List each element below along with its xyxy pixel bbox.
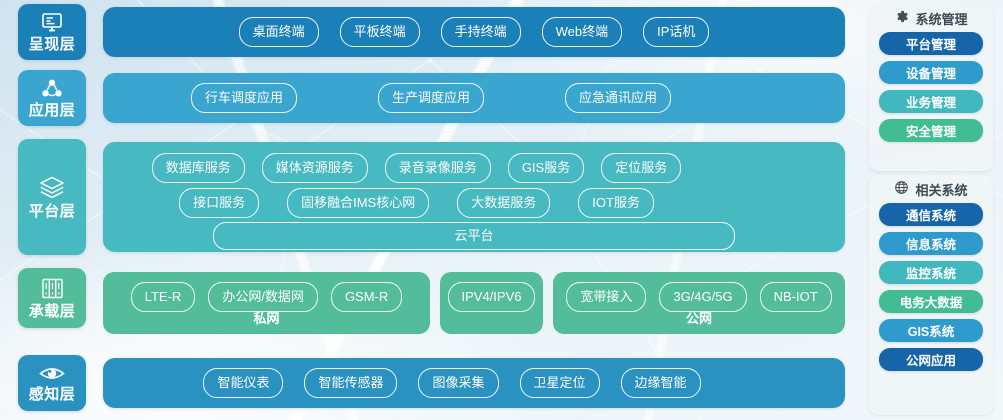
sidebar-item-security-management[interactable]: 安全管理 [879,119,983,142]
network-nodes-icon [40,78,64,99]
gear-icon [894,9,909,27]
chip-3g-4g-5g[interactable]: 3G/4G/5G [659,282,747,312]
layer-tag-application[interactable]: 应用层 [18,70,86,126]
chip-nb-iot[interactable]: NB-IOT [759,282,832,312]
panel-title: 相关系统 [915,182,968,198]
chip-interface-service[interactable]: 接口服务 [179,188,260,218]
chip-row-public: 宽带接入 3G/4G/5G NB-IOT [553,282,845,312]
layer-label: 承载层 [28,303,76,320]
chip-gsm-r[interactable]: GSM-R [330,282,403,312]
chip-satellite-positioning[interactable]: 卫星定位 [519,368,600,398]
chip-row-ip: IPV4/IPV6 [440,282,543,312]
band-platform: 数据库服务 媒体资源服务 录音录像服务 GIS服务 定位服务 接口服务 固移融合… [103,142,845,252]
chip-database-service[interactable]: 数据库服务 [151,153,245,183]
panel-title: 系统管理 [915,11,968,27]
sidebar-item-device-management[interactable]: 设备管理 [879,61,983,84]
band-presentation: 桌面终端 平板终端 手持终端 Web终端 IP话机 [103,7,845,57]
chip-media-resource-service[interactable]: 媒体资源服务 [261,153,368,183]
bearer-group-public-network: 宽带接入 3G/4G/5G NB-IOT 公网 [553,272,845,334]
band-perception: 智能仪表 智能传感器 图像采集 卫星定位 边缘智能 [103,358,845,408]
panel-related-systems: 相关系统 通信系统 信息系统 监控系统 电务大数据 GIS系统 公网应用 [869,175,993,415]
sidebar-item-communication-system[interactable]: 通信系统 [879,203,983,226]
chip-office-data-network[interactable]: 办公网/数据网 [208,282,318,312]
chip-row-platform-3: 云平台 [213,222,735,250]
chip-row-platform-1: 数据库服务 媒体资源服务 录音录像服务 GIS服务 定位服务 [103,153,845,183]
chip-row-presentation: 桌面终端 平板终端 手持终端 Web终端 IP话机 [103,7,845,57]
sidebar-item-electrical-bigdata[interactable]: 电务大数据 [879,290,983,313]
chip-handheld-terminal[interactable]: 手持终端 [440,17,521,47]
chip-lte-r[interactable]: LTE-R [130,282,196,312]
monitor-icon [40,12,64,33]
chip-row-private: LTE-R 办公网/数据网 GSM-R [103,282,430,312]
sidebar-item-information-system[interactable]: 信息系统 [879,232,983,255]
sidebar-item-gis-system[interactable]: GIS系统 [879,319,983,342]
chip-ipv4-ipv6[interactable]: IPV4/IPV6 [447,282,536,312]
sidebar-item-platform-management[interactable]: 平台管理 [879,32,983,55]
layer-label: 呈现层 [28,36,76,53]
bearer-group-label-public: 公网 [685,311,712,326]
bearer-group-ip: IPV4/IPV6 [440,272,543,334]
panel-header-system-management: 系统管理 [869,4,993,32]
chip-ip-phone[interactable]: IP话机 [643,17,710,47]
chip-edge-intelligence[interactable]: 边缘智能 [620,368,701,398]
bearer-group-private-network: LTE-R 办公网/数据网 GSM-R 私网 [103,272,430,334]
layer-tag-presentation[interactable]: 呈现层 [18,4,86,60]
panel-system-management: 系统管理 平台管理 设备管理 业务管理 安全管理 [869,4,993,171]
chip-ims-core-network[interactable]: 固移融合IMS核心网 [287,188,430,218]
chip-broadband-access[interactable]: 宽带接入 [566,282,647,312]
layer-tag-perception[interactable]: 感知层 [18,355,86,411]
layer-tag-platform[interactable]: 平台层 [18,139,86,255]
sidebar-item-business-management[interactable]: 业务管理 [879,90,983,113]
chip-row-application: 行车调度应用 生产调度应用 应急通讯应用 [103,73,845,123]
chip-train-dispatch-app[interactable]: 行车调度应用 [190,83,297,113]
layer-label: 感知层 [28,386,76,403]
server-rack-icon [40,277,65,300]
band-application: 行车调度应用 生产调度应用 应急通讯应用 [103,73,845,123]
chip-smart-meter[interactable]: 智能仪表 [203,368,284,398]
chip-tablet-terminal[interactable]: 平板终端 [339,17,420,47]
chip-cloud-platform[interactable]: 云平台 [213,222,735,250]
layer-label: 平台层 [28,203,76,220]
chip-recording-service[interactable]: 录音录像服务 [384,153,491,183]
chip-bigdata-service[interactable]: 大数据服务 [457,188,551,218]
panel-header-related-systems: 相关系统 [869,175,993,203]
layer-tag-bearer[interactable]: 承载层 [18,268,86,328]
sidebar-item-public-network-app[interactable]: 公网应用 [879,348,983,371]
chip-row-platform-2: 接口服务 固移融合IMS核心网 大数据服务 IOT服务 [103,188,845,218]
bearer-group-label-private: 私网 [253,311,280,326]
chip-positioning-service[interactable]: 定位服务 [601,153,682,183]
layers-icon [38,175,66,200]
eye-icon [38,364,66,383]
chip-desktop-terminal[interactable]: 桌面终端 [238,17,319,47]
chip-image-capture[interactable]: 图像采集 [418,368,499,398]
chip-smart-sensor[interactable]: 智能传感器 [304,368,398,398]
sidebar-item-monitoring-system[interactable]: 监控系统 [879,261,983,284]
layer-label: 应用层 [28,102,76,119]
chip-row-perception: 智能仪表 智能传感器 图像采集 卫星定位 边缘智能 [103,358,845,408]
globe-icon [894,180,909,198]
chip-production-dispatch-app[interactable]: 生产调度应用 [377,83,484,113]
chip-iot-service[interactable]: IOT服务 [578,188,654,218]
chip-web-terminal[interactable]: Web终端 [541,17,623,47]
chip-gis-service[interactable]: GIS服务 [507,153,585,183]
chip-emergency-comm-app[interactable]: 应急通讯应用 [565,83,672,113]
